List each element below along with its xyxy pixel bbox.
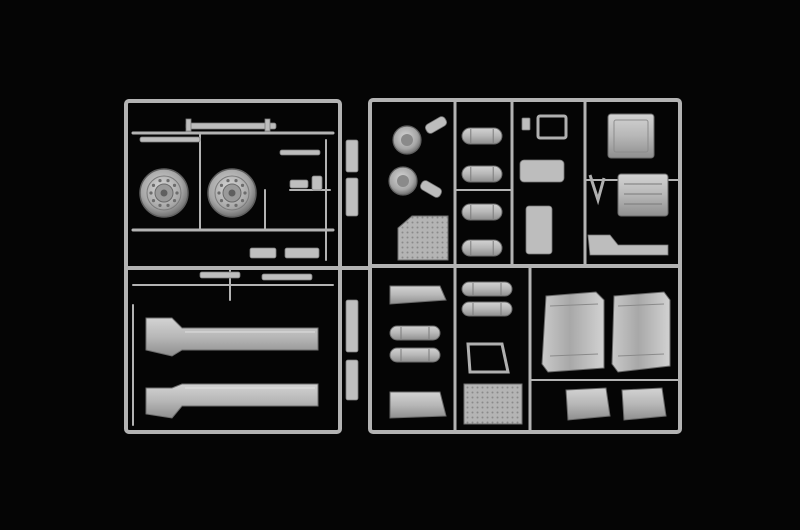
lug-hole	[166, 179, 170, 183]
air-tank	[461, 239, 503, 257]
step-plate	[389, 391, 447, 419]
air-tank	[461, 127, 503, 145]
lug-hole	[172, 199, 177, 203]
fuel-tank-strap	[185, 118, 277, 132]
battery-box	[607, 113, 655, 159]
lug-hole	[240, 199, 245, 203]
air-tank	[461, 165, 503, 183]
left-sprue-frame	[124, 99, 342, 434]
lug-hole	[240, 183, 245, 187]
lug-hole	[158, 203, 162, 207]
step-plate	[389, 285, 447, 305]
air-tank	[389, 325, 441, 341]
fuel-tank-strap	[139, 136, 321, 156]
air-tank	[461, 203, 503, 221]
mud-flap	[541, 291, 605, 373]
wheel-rim	[139, 168, 189, 218]
headlight-housing	[392, 116, 447, 155]
lug-hole	[166, 203, 170, 207]
air-tank	[461, 281, 513, 297]
lug-hole	[226, 179, 230, 183]
air-tank	[389, 347, 441, 363]
lug-hole	[234, 203, 238, 207]
battery-box	[617, 173, 669, 217]
side-skirt	[145, 317, 319, 357]
lug-hole	[175, 191, 179, 195]
bracket-parts	[519, 114, 669, 256]
tread-plate	[397, 215, 449, 261]
air-tank	[461, 301, 513, 317]
lug-hole	[158, 179, 162, 183]
side-skirt	[145, 383, 319, 419]
mud-flap	[611, 291, 671, 373]
lug-hole	[149, 191, 153, 195]
lug-hole	[217, 191, 221, 195]
small-bracket-parts	[199, 139, 359, 401]
cover-parts	[565, 387, 667, 421]
lug-hole	[226, 203, 230, 207]
tread-plate	[463, 383, 523, 425]
lug-hole	[219, 199, 224, 203]
lug-hole	[151, 199, 156, 203]
lug-hole	[243, 191, 247, 195]
right-sprue-frame	[368, 98, 682, 434]
lug-hole	[151, 183, 156, 187]
lug-hole	[219, 183, 224, 187]
headlight-housing	[388, 166, 442, 198]
lug-hole	[172, 183, 177, 187]
wheel-rim	[207, 168, 257, 218]
lug-hole	[234, 179, 238, 183]
bracket-parts	[466, 342, 510, 374]
